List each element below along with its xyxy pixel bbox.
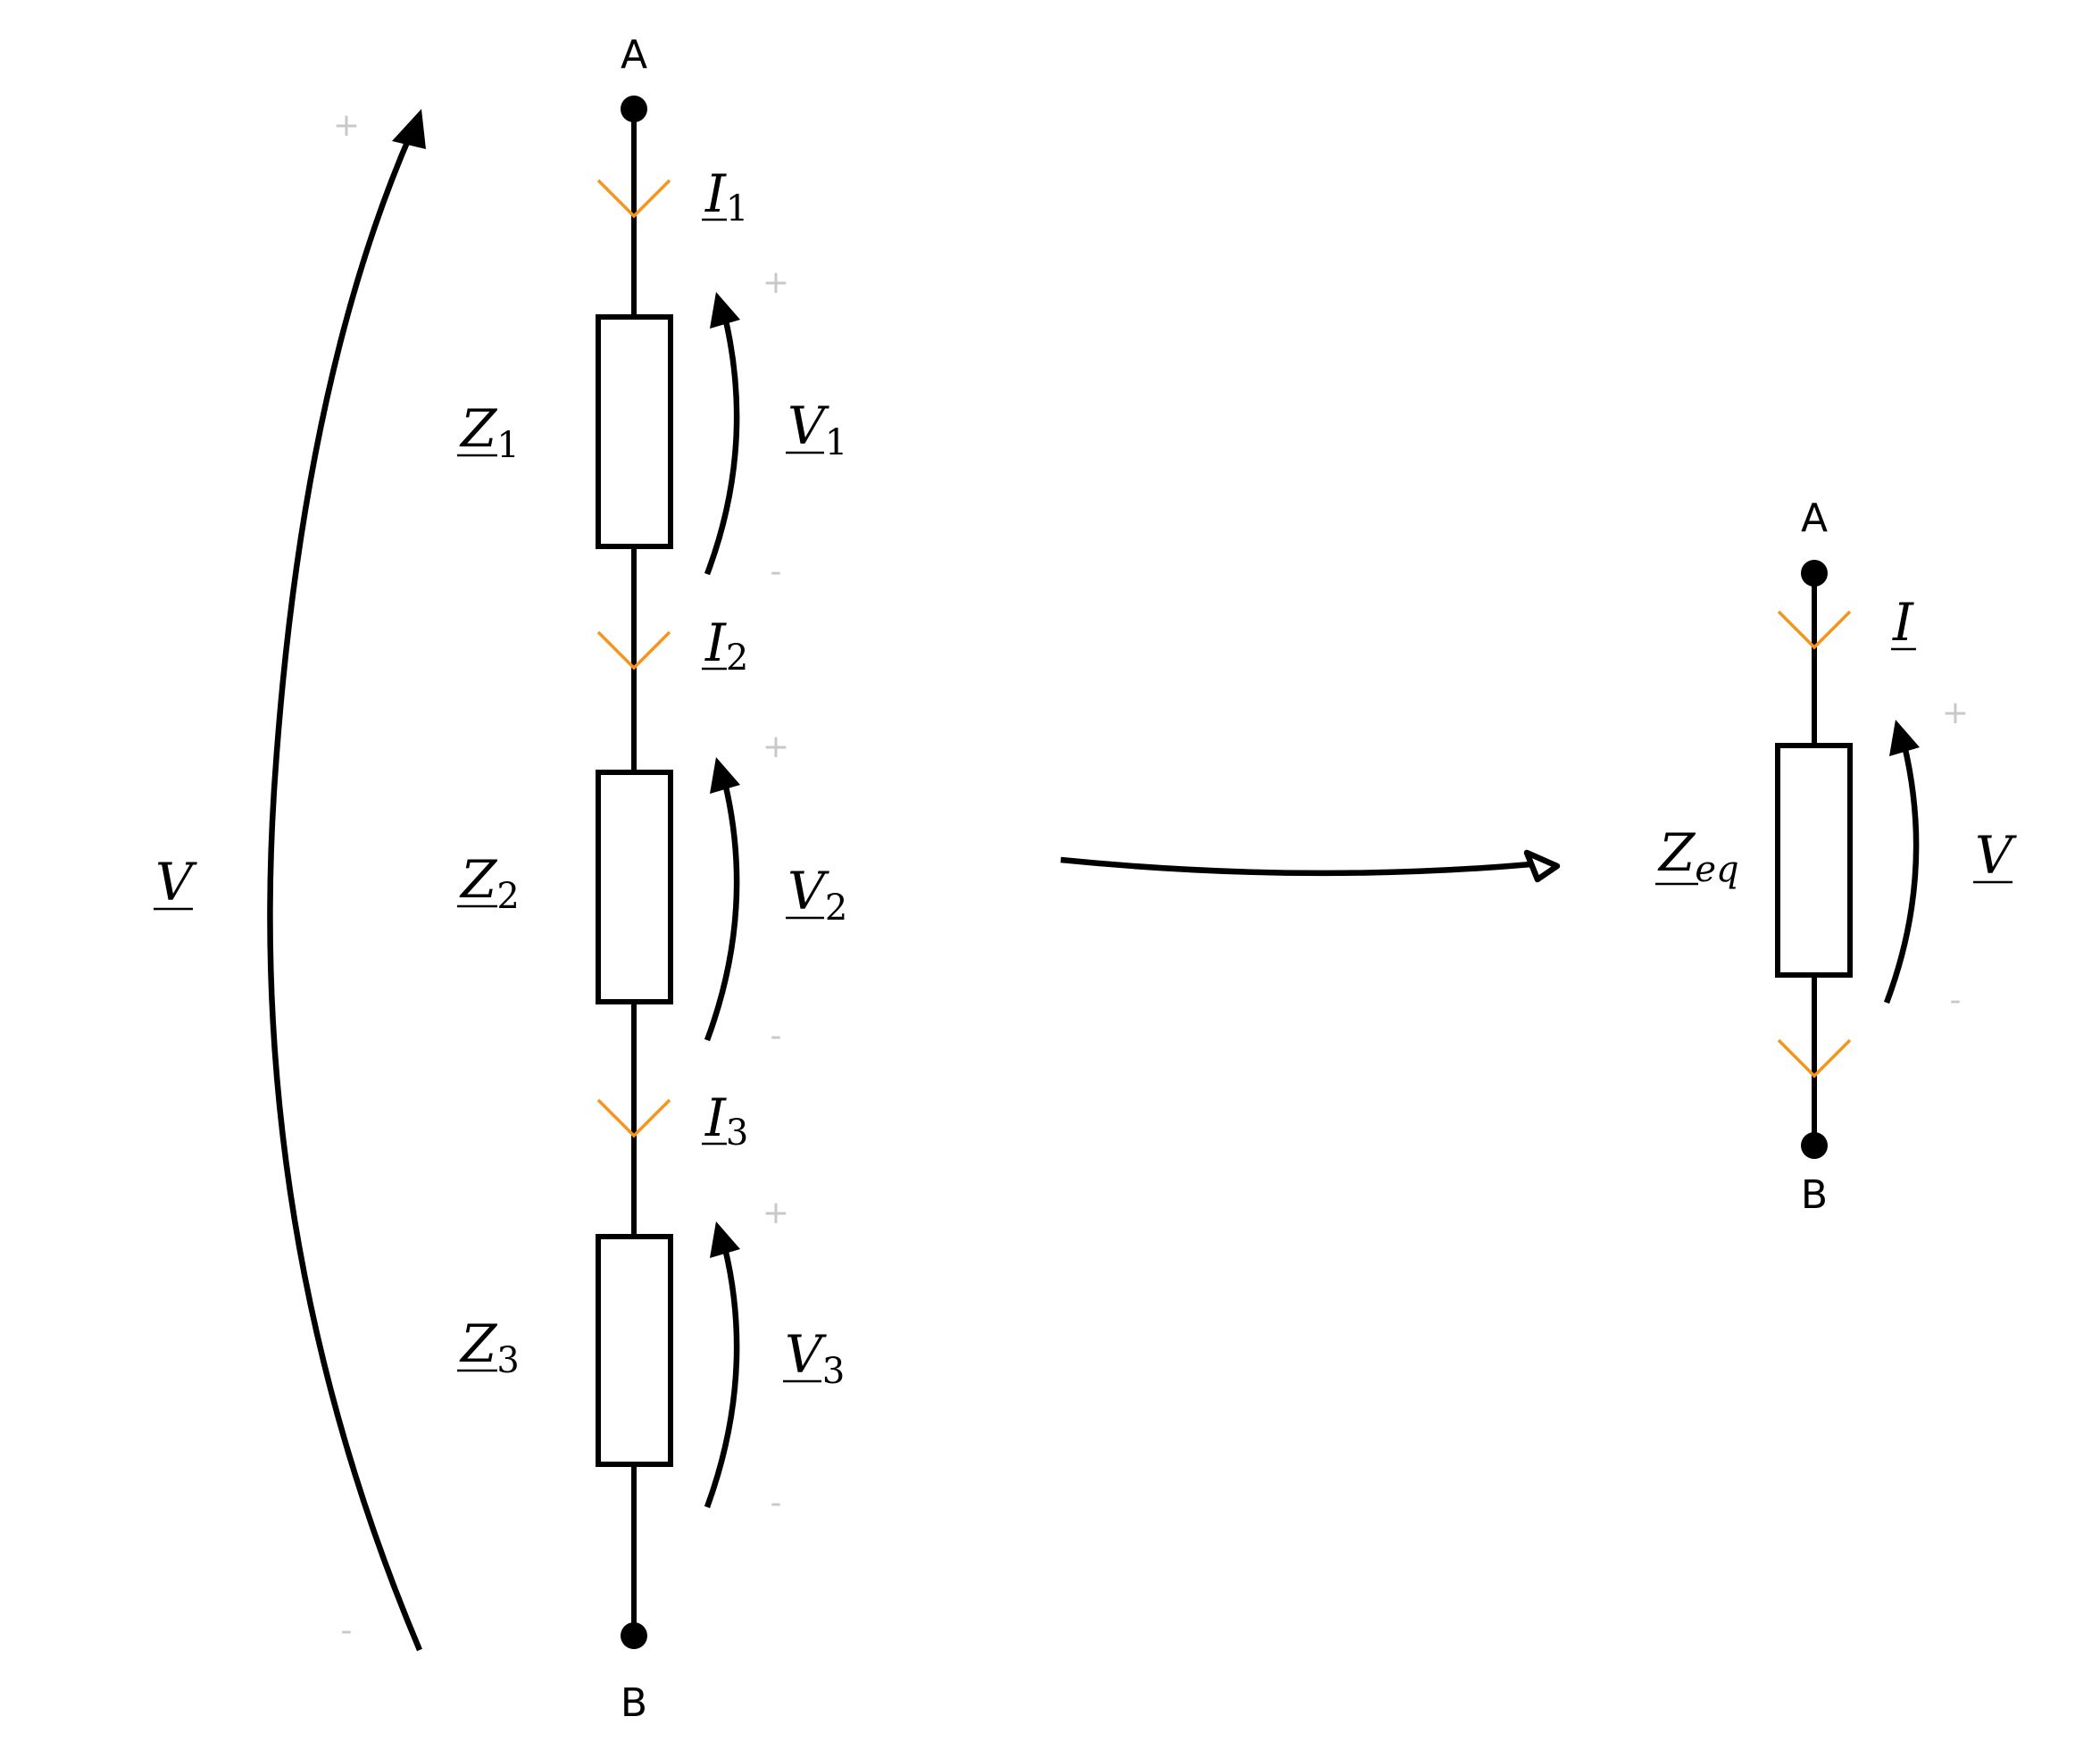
eq-current-top-arrow-icon	[1777, 610, 1852, 650]
node-a-label: A	[621, 32, 647, 78]
current-i1-arrow-icon	[596, 179, 671, 219]
v1-plus-sign: +	[762, 264, 789, 301]
eq-voltage-plus-sign: +	[1942, 695, 1969, 731]
eq-node-a-label: A	[1801, 496, 1828, 541]
eq-voltage-arrow-icon	[1883, 745, 1920, 1004]
current-i2-arrow-icon	[596, 630, 671, 671]
voltage-v1-arrow-icon	[704, 316, 740, 576]
voltage-v1-label: V1	[788, 396, 847, 463]
equivalence-arrow-shaft-icon	[1060, 856, 1532, 877]
current-i3-arrow-icon	[596, 1098, 671, 1138]
equivalent-circuit: A B + - I Zeq V	[1655, 496, 2017, 1218]
impedance-z3-box	[596, 1234, 673, 1467]
eq-voltage-arrowhead-icon	[1889, 720, 1920, 756]
impedance-z2-label: Z2	[459, 849, 520, 917]
eq-node-b-label: B	[1801, 1172, 1828, 1218]
impedance-z1-box	[596, 314, 673, 549]
eq-node-b-terminal	[1801, 1132, 1828, 1159]
voltage-v2-label: V2	[788, 861, 847, 929]
node-b-terminal	[621, 1622, 647, 1649]
node-a-terminal	[621, 96, 647, 122]
v3-plus-sign: +	[762, 1195, 789, 1231]
v2-plus-sign: +	[762, 729, 789, 765]
voltage-v3-label: V3	[785, 1324, 845, 1392]
total-voltage-plus-sign: +	[333, 107, 360, 144]
eq-node-a-terminal	[1801, 560, 1828, 587]
current-i1-label: I1	[704, 163, 748, 229]
total-voltage-arrow-icon	[267, 132, 422, 1652]
equivalence-arrowhead-icon	[1523, 849, 1561, 883]
total-voltage-arrowhead-icon	[392, 109, 426, 149]
current-i2-label: I2	[704, 612, 748, 679]
voltage-v3-arrow-icon	[704, 1247, 740, 1509]
voltage-v2-arrowhead-icon	[710, 757, 740, 794]
v2-minus-sign: -	[771, 1018, 782, 1054]
v3-minus-sign: -	[771, 1485, 782, 1521]
impedance-z2-box	[596, 770, 673, 1004]
v1-minus-sign: -	[771, 554, 782, 590]
equivalent-impedance-label: Zeq	[1657, 822, 1739, 890]
total-voltage-label: V	[155, 852, 197, 912]
voltage-v2-arrow-icon	[704, 782, 740, 1042]
impedance-z3-label: Z3	[459, 1313, 520, 1381]
total-voltage-minus-sign: -	[341, 1612, 353, 1649]
eq-current-label: I	[1892, 592, 1914, 653]
eq-voltage-minus-sign: -	[1950, 982, 1962, 1019]
voltage-v3-arrowhead-icon	[710, 1221, 740, 1258]
impedance-z1-label: Z1	[459, 398, 520, 466]
equivalence-arrow	[1060, 849, 1561, 883]
node-b-label: B	[621, 1680, 647, 1726]
current-i3-label: I3	[704, 1088, 748, 1154]
equivalent-impedance-box	[1775, 743, 1853, 978]
series-circuit: A B + - + - + - + - I1 I2 I3	[154, 32, 847, 1726]
eq-voltage-label: V	[1975, 825, 2017, 886]
eq-current-bottom-arrow-icon	[1777, 1038, 1852, 1079]
voltage-v1-arrowhead-icon	[710, 292, 740, 329]
